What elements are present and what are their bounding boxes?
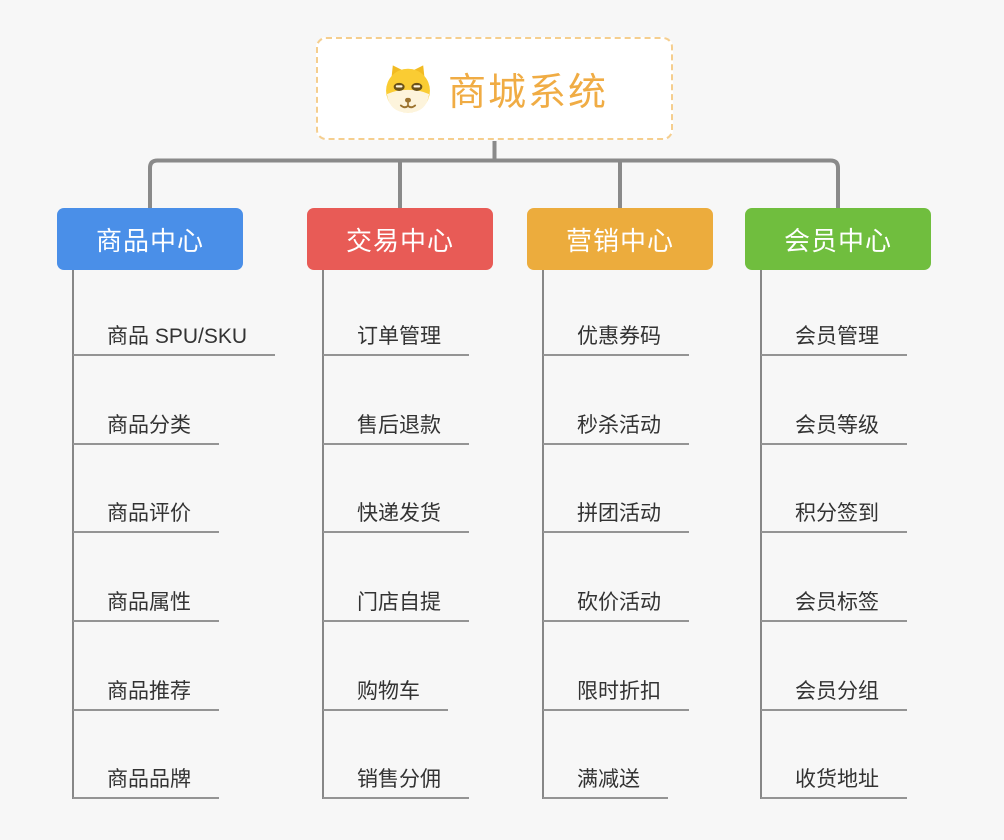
child-topic[interactable]: 门店自提 <box>323 586 469 622</box>
branch-node-member-center[interactable]: 会员中心 <box>745 208 931 270</box>
branch-node-trade-center[interactable]: 交易中心 <box>307 208 493 270</box>
branch-label: 商品中心 <box>95 225 204 256</box>
branch-label: 会员中心 <box>783 225 892 256</box>
child-topic[interactable]: 商品品牌 <box>73 763 219 799</box>
child-topic[interactable]: 拼团活动 <box>543 497 689 533</box>
child-topic[interactable]: 会员标签 <box>761 586 907 622</box>
branch-node-marketing-center[interactable]: 营销中心 <box>527 208 713 270</box>
branch-label: 交易中心 <box>345 225 454 256</box>
child-topic[interactable]: 商品分类 <box>73 409 219 445</box>
branch-label: 营销中心 <box>565 225 674 256</box>
child-topic[interactable]: 购物车 <box>323 675 448 711</box>
child-topic[interactable]: 限时折扣 <box>543 675 689 711</box>
child-topic[interactable]: 售后退款 <box>323 409 469 445</box>
child-topic[interactable]: 会员分组 <box>761 675 907 711</box>
child-topic[interactable]: 会员等级 <box>761 409 907 445</box>
child-topic[interactable]: 砍价活动 <box>543 586 689 622</box>
child-topic[interactable]: 积分签到 <box>761 497 907 533</box>
child-topic[interactable]: 订单管理 <box>323 320 469 356</box>
child-topic[interactable]: 满减送 <box>543 763 668 799</box>
child-topic[interactable]: 优惠券码 <box>543 320 689 356</box>
child-topic[interactable]: 收货地址 <box>761 763 907 799</box>
doge-icon <box>386 64 430 113</box>
child-topic[interactable]: 商品 SPU/SKU <box>73 320 276 356</box>
child-topic[interactable]: 会员管理 <box>761 320 907 356</box>
child-topic[interactable]: 商品推荐 <box>73 675 219 711</box>
child-topic[interactable]: 销售分佣 <box>323 763 469 799</box>
root-topic[interactable]: 商城系统 <box>316 37 673 140</box>
child-topic[interactable]: 秒杀活动 <box>543 409 689 445</box>
child-topic[interactable]: 快递发货 <box>323 497 469 533</box>
root-topic-title: 商城系统 <box>447 72 608 114</box>
child-topic[interactable]: 商品属性 <box>73 586 219 622</box>
child-topic[interactable]: 商品评价 <box>73 497 219 533</box>
branch-node-product-center[interactable]: 商品中心 <box>57 208 243 270</box>
